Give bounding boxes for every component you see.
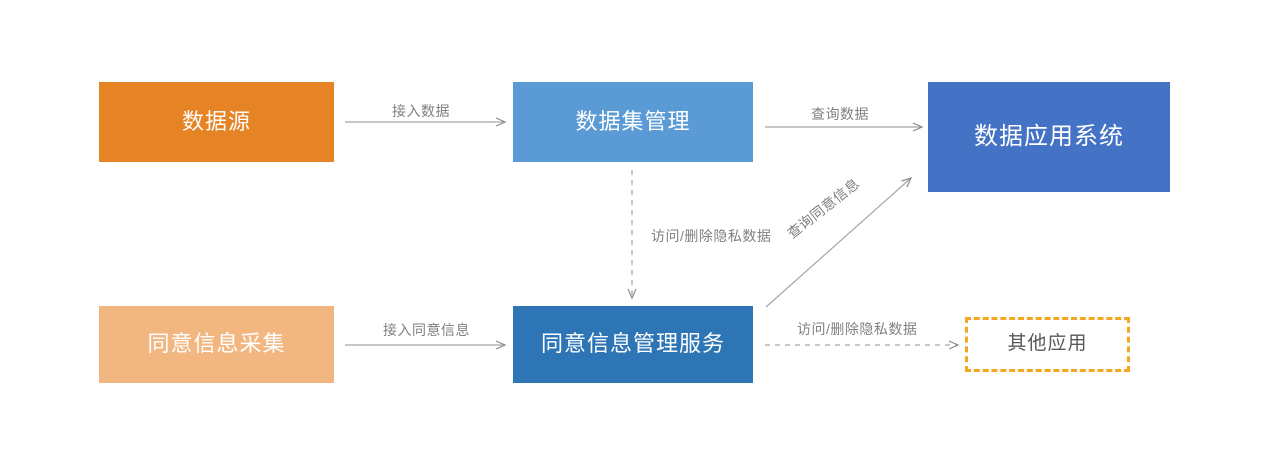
edge-label-query-consent-info: 查询同意信息 [784,175,863,242]
node-data-application-system-label: 数据应用系统 [974,122,1124,150]
node-data-application-system[interactable]: 数据应用系统 [928,82,1170,192]
node-data-source-label: 数据源 [181,108,251,134]
edge-label-access-delete-private-data-vertical: 访问/删除隐私数据 [651,228,772,244]
node-consent-management-service-label: 同意信息管理服务 [540,331,725,357]
edge-label-access-delete-private-data-horizontal: 访问/删除隐私数据 [797,321,918,337]
node-consent-collection[interactable]: 同意信息采集 [99,306,334,383]
edge-label-ingest-data: 接入数据 [392,103,450,119]
node-dataset-management-label: 数据集管理 [575,108,691,134]
edge-label-query-data: 查询数据 [811,106,869,122]
node-data-source[interactable]: 数据源 [99,82,334,162]
node-other-applications-label: 其他应用 [1007,333,1088,355]
node-dataset-management[interactable]: 数据集管理 [513,82,753,162]
node-consent-management-service[interactable]: 同意信息管理服务 [513,306,753,383]
node-consent-collection-label: 同意信息采集 [147,331,286,357]
edge-label-ingest-consent-info: 接入同意信息 [383,322,470,338]
node-other-applications[interactable]: 其他应用 [965,317,1130,372]
